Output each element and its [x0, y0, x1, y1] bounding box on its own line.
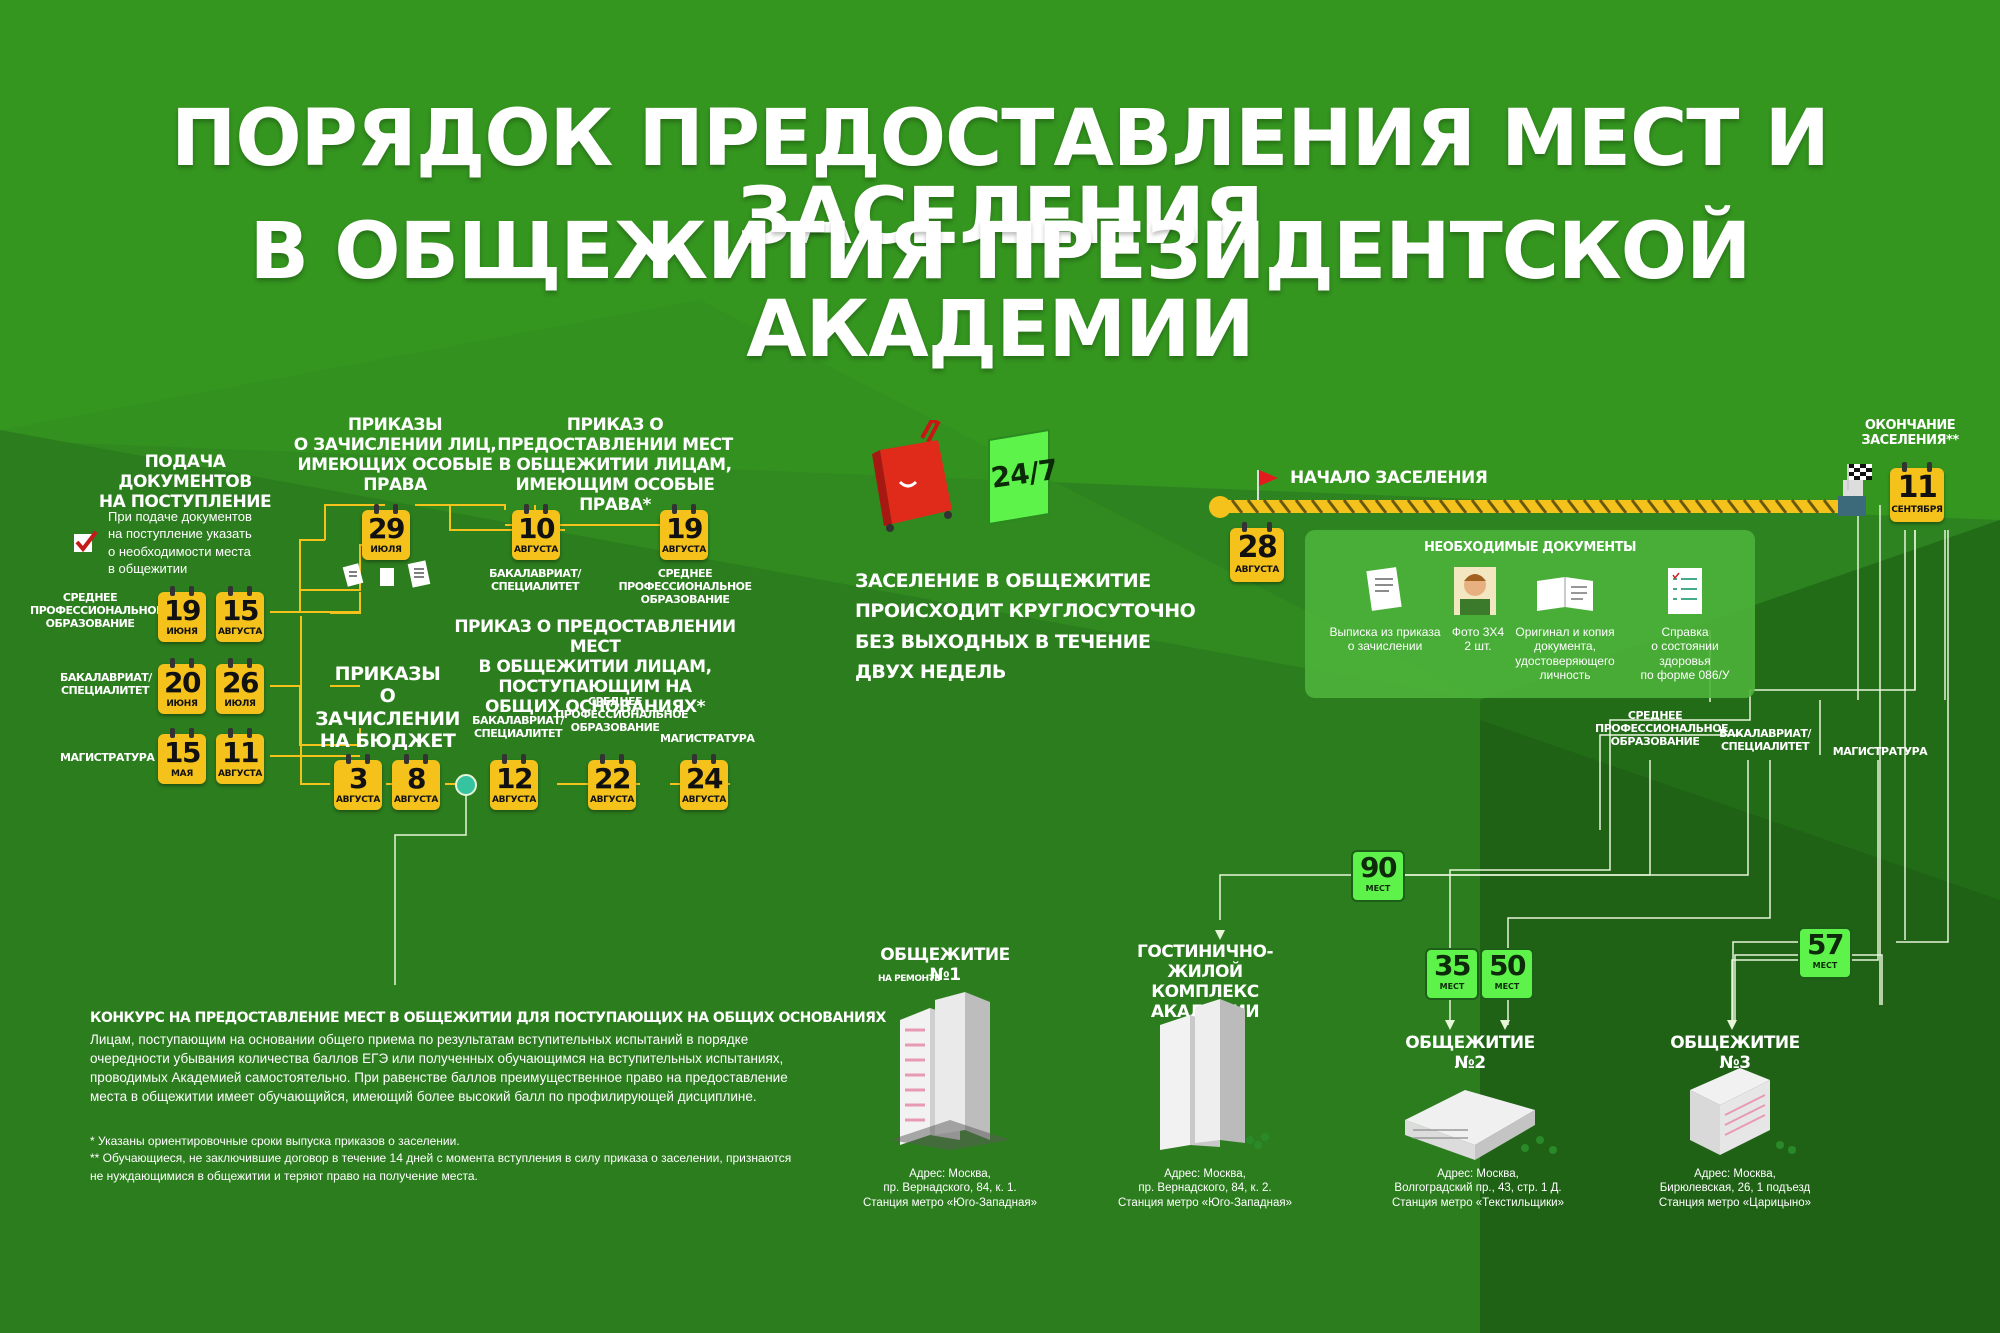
branch-label-bak: БАКАЛАВРИАТ/СПЕЦИАЛИТЕТ — [1719, 727, 1811, 753]
documents-icon — [340, 560, 440, 600]
dorm-4-address: Адрес: Москва,Бирюлевская, 26, 1 подъезд… — [1658, 1168, 1812, 1209]
timeline-start-label: НАЧАЛО ЗАСЕЛЕНИЯ — [1290, 468, 1488, 488]
passport-icon — [1535, 575, 1595, 615]
building-icon — [885, 990, 1015, 1150]
suitcase-icon — [860, 417, 960, 535]
submission-heading: ПОДАЧА ДОКУМЕНТОВ НА ПОСТУПЛЕНИЕ — [98, 452, 272, 513]
dorm-1-note: НА РЕМОНТЕ — [878, 974, 940, 984]
dorm-4-name: ОБЩЕЖИТИЕ №3 — [1670, 1033, 1800, 1074]
24-7-badge: 24/7 — [985, 428, 1060, 528]
general-dorm-label-bak: БАКАЛАВРИАТ/СПЕЦИАЛИТЕТ — [472, 714, 564, 740]
documents-heading: НЕОБХОДИМЫЕ ДОКУМЕНТЫ — [1424, 540, 1636, 555]
dorm-3-address: Адрес: Москва,Волгоградский пр., 43, стр… — [1391, 1168, 1564, 1209]
branch-label-mag: МАГИСТРАТУРА — [1832, 745, 1928, 758]
contest-text: Лицам, поступающим на основании общего п… — [90, 1032, 788, 1104]
photo-icon — [1452, 565, 1498, 617]
document-icon — [1365, 565, 1405, 615]
row-label-bak: БАКАЛАВРИАТ/СПЕЦИАЛИТЕТ — [60, 671, 152, 697]
building-icon — [1680, 1050, 1810, 1165]
title-line-2: В ОБЩЕЖИТИЯ ПРЕЗИДЕНТСКОЙ АКАДЕМИИ — [249, 207, 1752, 375]
special-dorm-label-bak: БАКАЛАВРИАТ/СПЕЦИАЛИТЕТ — [489, 567, 581, 593]
title-line-1: ПОРЯДОК ПРЕДОСТАВЛЕНИЯ МЕСТ И ЗАСЕЛЕНИЯ — [171, 94, 1830, 262]
row-label-mag: МАГИСТРАТУРА — [60, 751, 155, 764]
building-icon — [1395, 1060, 1565, 1165]
submission-note: При подаче документов на поступление ука… — [108, 509, 252, 576]
medical-certificate-icon — [1665, 565, 1705, 617]
checkbox-icon — [72, 530, 98, 556]
dorm-3-name: ОБЩЕЖИТИЕ №2 — [1405, 1033, 1535, 1074]
general-dorm-label-mag: МАГИСТРАТУРА — [660, 732, 755, 745]
finish-flag-icon — [1846, 462, 1876, 490]
building-icon — [1150, 995, 1270, 1155]
dorm-1-address: Адрес: Москва,пр. Вернадского, 84, к. 1.… — [862, 1168, 1038, 1209]
dorm-2-address: Адрес: Москва,пр. Вернадского, 84, к. 2.… — [1117, 1168, 1293, 1209]
dorm-1-name: ОБЩЕЖИТИЕ №1 — [880, 945, 1010, 986]
contest-heading: КОНКУРС НА ПРЕДОСТАВЛЕНИЕ МЕСТ В ОБЩЕЖИТ… — [90, 1010, 886, 1026]
footnotes: * Указаны ориентировочные сроки выпуска … — [90, 1134, 792, 1183]
